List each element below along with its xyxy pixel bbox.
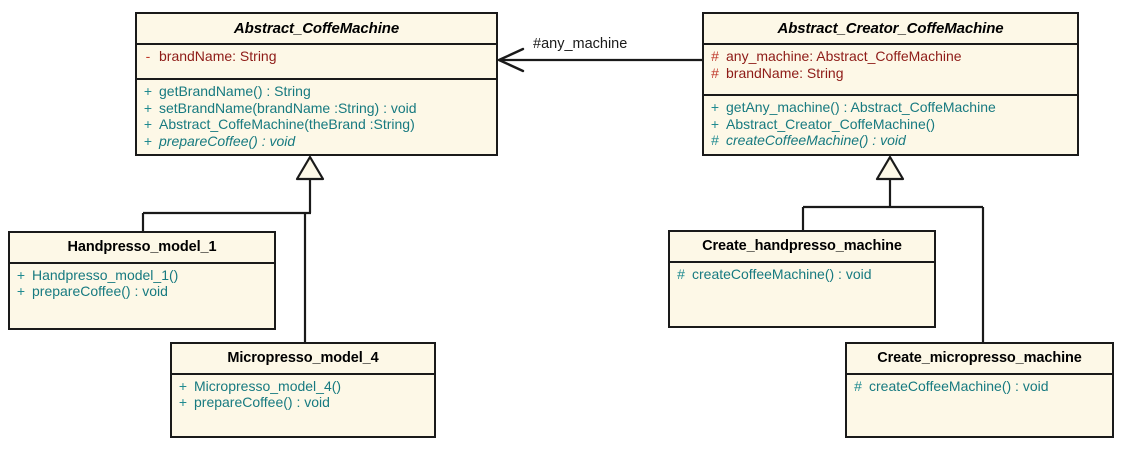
class-name-abstract-creator-coffemachine: Abstract_Creator_CoffeMachine [777, 20, 1004, 37]
visibility-marker: + [143, 132, 153, 149]
attributes-compartment: - brandName: String [137, 43, 496, 78]
attribute-row: # brandName: String [704, 65, 1077, 82]
method-row: # createCoffeeMachine() : void [704, 132, 1077, 149]
class-name-create-handpresso-machine: Create_handpresso_machine [702, 238, 902, 254]
attribute-signature: brandName: String [159, 48, 277, 65]
association-label-any-machine: #any_machine [533, 36, 628, 52]
methods-compartment: # createCoffeeMachine() : void [847, 372, 1112, 399]
method-row: + getBrandName() : String [137, 83, 496, 100]
visibility-marker: + [143, 83, 153, 100]
visibility-marker: # [711, 48, 719, 65]
method-signature: prepareCoffee() : void [194, 394, 330, 411]
methods-compartment: # createCoffeeMachine() : void [670, 260, 934, 287]
visibility-marker: + [16, 266, 26, 283]
visibility-marker: + [16, 283, 26, 300]
attribute-signature: brandName: String [726, 64, 844, 81]
method-row: # createCoffeeMachine() : void [847, 378, 1112, 395]
visibility-marker: + [178, 394, 188, 411]
methods-compartment: + Micropresso_model_4() + prepareCoffee(… [172, 372, 434, 415]
class-name-create-micropresso-machine: Create_micropresso_machine [877, 350, 1082, 366]
attribute-row: - brandName: String [137, 48, 496, 65]
method-signature: Micropresso_model_4() [194, 377, 342, 394]
visibility-marker: - [145, 48, 151, 65]
attribute-row: # any_machine: Abstract_CoffeMachine [704, 48, 1077, 65]
method-row: + setBrandName(brandName :String) : void [137, 100, 496, 117]
method-row: + prepareCoffee() : void [137, 133, 496, 150]
method-signature: getBrandName() : String [159, 83, 311, 100]
visibility-marker: # [711, 132, 719, 149]
class-name-micropresso-model-4: Micropresso_model_4 [227, 350, 379, 366]
class-box-micropresso-model-4[interactable]: Micropresso_model_4 + Micropresso_model_… [170, 342, 436, 438]
visibility-marker: # [711, 64, 719, 81]
class-box-create-handpresso-machine[interactable]: Create_handpresso_machine # createCoffee… [668, 230, 936, 328]
visibility-marker: + [710, 99, 720, 116]
method-signature: setBrandName(brandName :String) : void [159, 99, 417, 116]
attribute-signature: any_machine: Abstract_CoffeMachine [726, 48, 962, 65]
methods-compartment: + Handpresso_model_1() + prepareCoffee()… [10, 261, 274, 304]
method-signature: createCoffeeMachine() : void [726, 132, 906, 149]
visibility-marker: + [178, 377, 188, 394]
method-signature: Handpresso_model_1() [32, 266, 179, 283]
methods-compartment: + getAny_machine() : Abstract_CoffeMachi… [704, 94, 1077, 153]
association-any-machine [497, 47, 702, 73]
visibility-marker: + [710, 115, 720, 132]
class-box-abstract-creator-coffemachine[interactable]: Abstract_Creator_CoffeMachine # any_mach… [702, 12, 1079, 156]
method-signature: prepareCoffee() : void [32, 283, 168, 300]
method-signature: getAny_machine() : Abstract_CoffeMachine [726, 99, 996, 116]
method-signature: Abstract_CoffeMachine(theBrand :String) [159, 116, 415, 133]
method-signature: createCoffeeMachine() : void [692, 265, 872, 282]
method-row: # createCoffeeMachine() : void [670, 266, 934, 283]
visibility-marker: # [677, 265, 685, 282]
inheritance-triangle-left [295, 155, 325, 181]
method-row: + Abstract_Creator_CoffeMachine() [704, 116, 1077, 133]
method-row: + Handpresso_model_1() [10, 267, 274, 284]
method-row: + prepareCoffee() : void [172, 394, 434, 411]
method-row: + prepareCoffee() : void [10, 283, 274, 300]
class-name-handpresso-model-1: Handpresso_model_1 [67, 239, 217, 255]
class-name-abstract-coffemachine: Abstract_CoffeMachine [233, 20, 400, 37]
method-signature: Abstract_Creator_CoffeMachine() [726, 115, 936, 132]
method-signature: createCoffeeMachine() : void [869, 377, 1049, 394]
class-box-handpresso-model-1[interactable]: Handpresso_model_1 + Handpresso_model_1(… [8, 231, 276, 330]
visibility-marker: + [143, 116, 153, 133]
method-signature: prepareCoffee() : void [159, 132, 296, 149]
methods-compartment: + getBrandName() : String + setBrandName… [137, 78, 496, 153]
method-row: + Micropresso_model_4() [172, 378, 434, 395]
attributes-compartment: # any_machine: Abstract_CoffeMachine # b… [704, 43, 1077, 94]
inheritance-triangle-right [875, 155, 905, 181]
method-row: + getAny_machine() : Abstract_CoffeMachi… [704, 99, 1077, 116]
visibility-marker: # [854, 377, 862, 394]
class-box-abstract-coffemachine[interactable]: Abstract_CoffeMachine - brandName: Strin… [135, 12, 498, 156]
visibility-marker: + [143, 99, 153, 116]
method-row: + Abstract_CoffeMachine(theBrand :String… [137, 116, 496, 133]
class-box-create-micropresso-machine[interactable]: Create_micropresso_machine # createCoffe… [845, 342, 1114, 438]
